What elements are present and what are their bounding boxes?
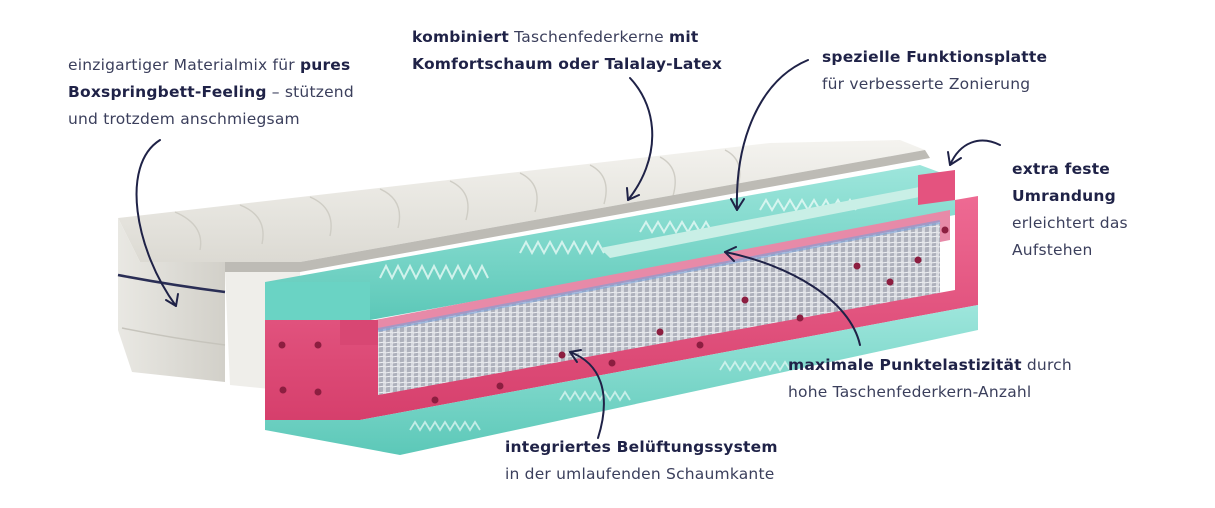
kombiniert-line1-bold2: mit [669, 28, 699, 46]
arrow-punktelastizitaet [724, 246, 861, 346]
pocket-spring-core [375, 210, 950, 395]
mint-foam-layer [265, 165, 955, 320]
punktelastizitaet-line2-regular: hohe Taschenfederkern-Anzahl [788, 383, 1032, 401]
umrandung-line1-bold: extra feste [1012, 160, 1111, 178]
kombiniert-line2-bold: Komfortschaum oder Talalay-Latex [412, 55, 723, 73]
arrow-umrandung [947, 139, 1001, 166]
label-punktelastizitaet: maximale Punktelastizität durch hohe Tas… [788, 352, 1088, 406]
materialmix-line1-regular: einzigartiger Materialmix für [68, 56, 300, 74]
umrandung-line2-bold: Umrandung [1012, 187, 1116, 205]
punktelastizitaet-line1-bold: maximale Punktelastizität [788, 356, 1022, 374]
umrandung-line4-regular: Aufstehen [1012, 241, 1093, 259]
label-belueftung: integriertes Belüftungssystem in der uml… [505, 434, 825, 488]
bottom-foam-layer [265, 305, 978, 455]
pink-foam-frame [265, 170, 978, 420]
materialmix-line2-regular: – stützend [266, 83, 354, 101]
materialmix-line2-bold: Boxspringbett-Feeling [68, 83, 267, 101]
umrandung-line3-regular: erleichtert das [1012, 214, 1128, 232]
funktionsplatte-line1-bold: spezielle Funktionsplatte [822, 48, 1048, 66]
belueftung-line1-bold: integriertes Belüftungssystem [505, 438, 778, 456]
arrow-funktionsplatte [730, 59, 809, 211]
punktelastizitaet-line1-regular: durch [1021, 356, 1072, 374]
label-materialmix: einzigartiger Materialmix für pures Boxs… [68, 52, 398, 133]
materialmix-line1-bold: pures [299, 56, 351, 74]
kombiniert-line1-regular: Taschenfederkerne [509, 28, 670, 46]
materialmix-line3-regular: und trotzdem anschmiegsam [68, 110, 300, 128]
funktionsplatte-line2-regular: für verbesserte Zonierung [822, 75, 1031, 93]
arrow-kombiniert [626, 77, 654, 201]
arrow-materialmix [135, 139, 179, 307]
label-kombiniert: kombiniert Taschenfederkerne mit Komfort… [412, 24, 752, 78]
label-funktionsplatte: spezielle Funktionsplatte für verbessert… [822, 44, 1082, 98]
belueftung-line2-regular: in der umlaufenden Schaumkante [505, 465, 775, 483]
kombiniert-line1-bold: kombiniert [412, 28, 510, 46]
arrow-belueftung [569, 349, 605, 439]
label-umrandung: extra feste Umrandung erleichtert das Au… [1012, 156, 1192, 264]
